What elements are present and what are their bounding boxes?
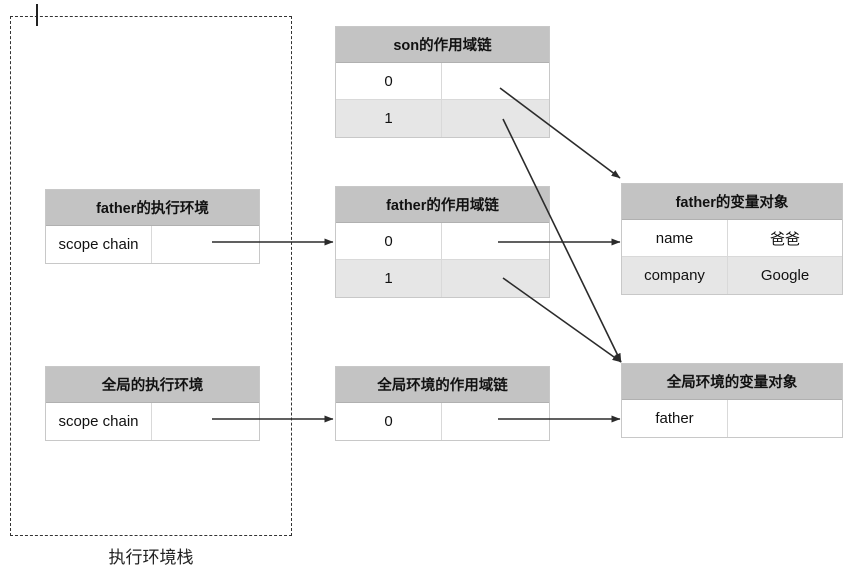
global-variable-object-box: 全局环境的变量对象 father	[621, 363, 843, 438]
global-execution-context-box: 全局的执行环境 scope chain	[45, 366, 260, 441]
son-scope-chain-title: son的作用域链	[336, 27, 549, 63]
table-row: 0	[336, 223, 549, 260]
global-scope-chain-row0-value	[442, 403, 549, 440]
father-variable-object-box: father的变量对象 name 爸爸 company Google	[621, 183, 843, 295]
father-execution-context-scope-chain-value	[152, 226, 259, 263]
father-variable-object-company-key: company	[622, 257, 728, 294]
table-row: company Google	[622, 257, 842, 294]
global-variable-object-father-value	[728, 400, 842, 437]
father-variable-object-name-key: name	[622, 220, 728, 256]
father-scope-chain-title: father的作用域链	[336, 187, 549, 223]
table-row: father	[622, 400, 842, 437]
father-execution-context-scope-chain-key: scope chain	[46, 226, 152, 263]
execution-context-stack-label: 执行环境栈	[108, 548, 194, 567]
table-row: 0	[336, 403, 549, 440]
father-variable-object-title: father的变量对象	[622, 184, 842, 220]
global-scope-chain-title: 全局环境的作用域链	[336, 367, 549, 403]
table-row: 1	[336, 100, 549, 137]
father-scope-chain-row1-key: 1	[336, 260, 442, 297]
father-scope-chain-row0-value	[442, 223, 549, 259]
global-variable-object-father-key: father	[622, 400, 728, 437]
table-row: scope chain	[46, 403, 259, 440]
son-scope-chain-row0-key: 0	[336, 63, 442, 99]
father-scope-chain-row1-value	[442, 260, 549, 297]
father-scope-chain-row0-key: 0	[336, 223, 442, 259]
father-variable-object-company-value: Google	[760, 267, 810, 284]
global-scope-chain-box: 全局环境的作用域链 0	[335, 366, 550, 441]
son-scope-chain-row1-key: 1	[336, 100, 442, 137]
table-row: 0	[336, 63, 549, 100]
son-scope-chain-row1-value	[442, 100, 549, 137]
father-variable-object-name-value: 爸爸	[769, 230, 800, 248]
father-execution-context-box: father的执行环境 scope chain	[45, 189, 260, 264]
father-execution-context-title: father的执行环境	[46, 190, 259, 226]
global-variable-object-title: 全局环境的变量对象	[622, 364, 842, 400]
son-scope-chain-row0-value	[442, 63, 549, 99]
global-scope-chain-row0-key: 0	[336, 403, 442, 440]
table-row: name 爸爸	[622, 220, 842, 257]
son-scope-chain-box: son的作用域链 0 1	[335, 26, 550, 138]
stack-top-tick-icon	[36, 4, 38, 26]
father-scope-chain-box: father的作用域链 0 1	[335, 186, 550, 298]
table-row: 1	[336, 260, 549, 297]
execution-context-stack-region	[10, 16, 292, 536]
global-execution-context-scope-chain-value	[152, 403, 259, 440]
global-execution-context-title: 全局的执行环境	[46, 367, 259, 403]
global-execution-context-scope-chain-key: scope chain	[46, 403, 152, 440]
table-row: scope chain	[46, 226, 259, 263]
